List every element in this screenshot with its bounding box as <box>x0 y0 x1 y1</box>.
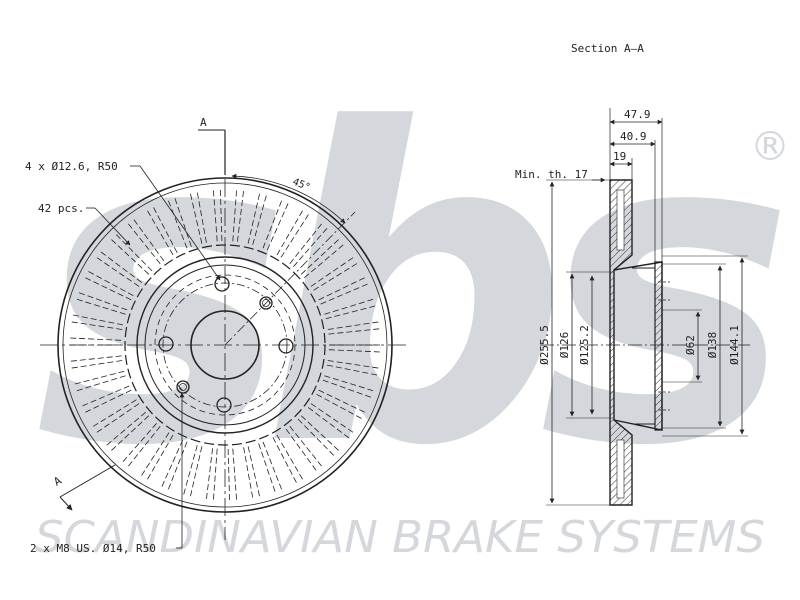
vent-channel <box>616 439 625 499</box>
hat-dashed-ring <box>154 274 296 416</box>
vane <box>126 426 161 469</box>
dim-overall-height: 47.9 <box>624 108 651 121</box>
vane-edge <box>79 385 130 408</box>
vane-edge <box>113 232 153 272</box>
vane-edge <box>285 428 319 474</box>
watermark-registered-mark: ® <box>750 124 790 170</box>
hat-outer <box>136 256 314 434</box>
dia-outer: Ø255.5 <box>538 325 551 365</box>
bolt-hole <box>278 338 294 354</box>
vane-edge <box>182 445 198 498</box>
watermark-company-name: SCANDINAVIAN BRAKE SYSTEMS <box>35 512 765 563</box>
section-marker-bottom-arrow <box>59 496 73 511</box>
vane <box>300 415 342 453</box>
bolt-circle <box>162 282 288 408</box>
vane-edge <box>139 432 170 479</box>
vane-edge <box>243 447 254 501</box>
angle-dimension-arc <box>231 173 346 224</box>
watermark: sbs ® SCANDINAVIAN BRAKE SYSTEMS <box>35 40 800 563</box>
vane <box>126 221 161 264</box>
dia-125-2: Ø125.2 <box>578 325 591 365</box>
vane-edge <box>293 225 330 267</box>
bolt-hole <box>214 276 230 292</box>
vane <box>289 426 324 469</box>
vane <box>108 237 150 275</box>
vane-edge <box>131 216 165 262</box>
bolt-holes <box>158 276 294 413</box>
dia-144-1: Ø144.1 <box>728 325 741 365</box>
vane-edge <box>196 189 207 243</box>
disc-outer-edge-inner <box>62 182 388 508</box>
vent-channel <box>616 189 625 251</box>
bolt-holes-leader <box>139 165 221 281</box>
vane-edge <box>120 423 157 465</box>
angle-extension-line <box>224 211 356 346</box>
section-title: Section A–A <box>571 42 644 55</box>
hat-step <box>144 264 306 426</box>
dia-138: Ø138 <box>706 332 719 359</box>
vane-edge <box>307 407 352 441</box>
vane <box>212 448 218 503</box>
dim-hat-height: 40.9 <box>620 130 647 143</box>
dim-thickness: 19 <box>613 150 626 163</box>
threaded-hole <box>259 296 273 310</box>
hat-face <box>654 261 663 431</box>
ventilation-vanes <box>67 187 383 503</box>
dia-126: Ø126 <box>558 332 571 359</box>
section-view: Section A–A 47.9 40.9 19 Min. <box>515 42 750 506</box>
threaded-hole-inner <box>179 383 187 391</box>
vane <box>166 197 188 249</box>
vane <box>232 448 238 503</box>
bolt-holes-label: 4 x Ø12.6, R50 <box>25 160 118 173</box>
vane <box>82 276 132 301</box>
watermark-logo: sbs <box>35 40 781 540</box>
vane-edge <box>98 249 143 283</box>
vane <box>300 237 342 275</box>
friction-ring-inner <box>124 244 326 446</box>
vane <box>108 415 150 453</box>
threads-label: 2 x M8 US. Ø14, R50 <box>30 542 156 555</box>
front-view: 45° A A 4 x Ø12.6, R50 42 pcs. 2 x M8 US… <box>25 116 410 555</box>
disc-outer-edge <box>57 177 393 513</box>
vane <box>289 221 324 264</box>
vane <box>166 441 188 493</box>
vanes-leader <box>94 207 131 246</box>
vane <box>318 389 368 414</box>
min-thickness-label: Min. th. 17 <box>515 168 588 181</box>
vane-edge <box>320 282 371 305</box>
center-bore <box>190 310 260 380</box>
section-marker-bottom-line <box>59 464 116 498</box>
vane-edge <box>69 314 124 326</box>
vane <box>82 389 132 414</box>
bolt-hole <box>158 336 174 352</box>
vane <box>262 441 284 493</box>
vanes-label: 42 pcs. <box>38 202 84 215</box>
vane <box>318 276 368 301</box>
bolt-hole <box>216 397 232 413</box>
vane-edge <box>326 364 381 376</box>
vane <box>212 187 218 242</box>
dia-center: Ø62 <box>684 335 697 355</box>
threaded-hole-inner <box>262 299 270 307</box>
vane-edge <box>297 418 337 458</box>
section-marker-top: A <box>200 116 207 129</box>
